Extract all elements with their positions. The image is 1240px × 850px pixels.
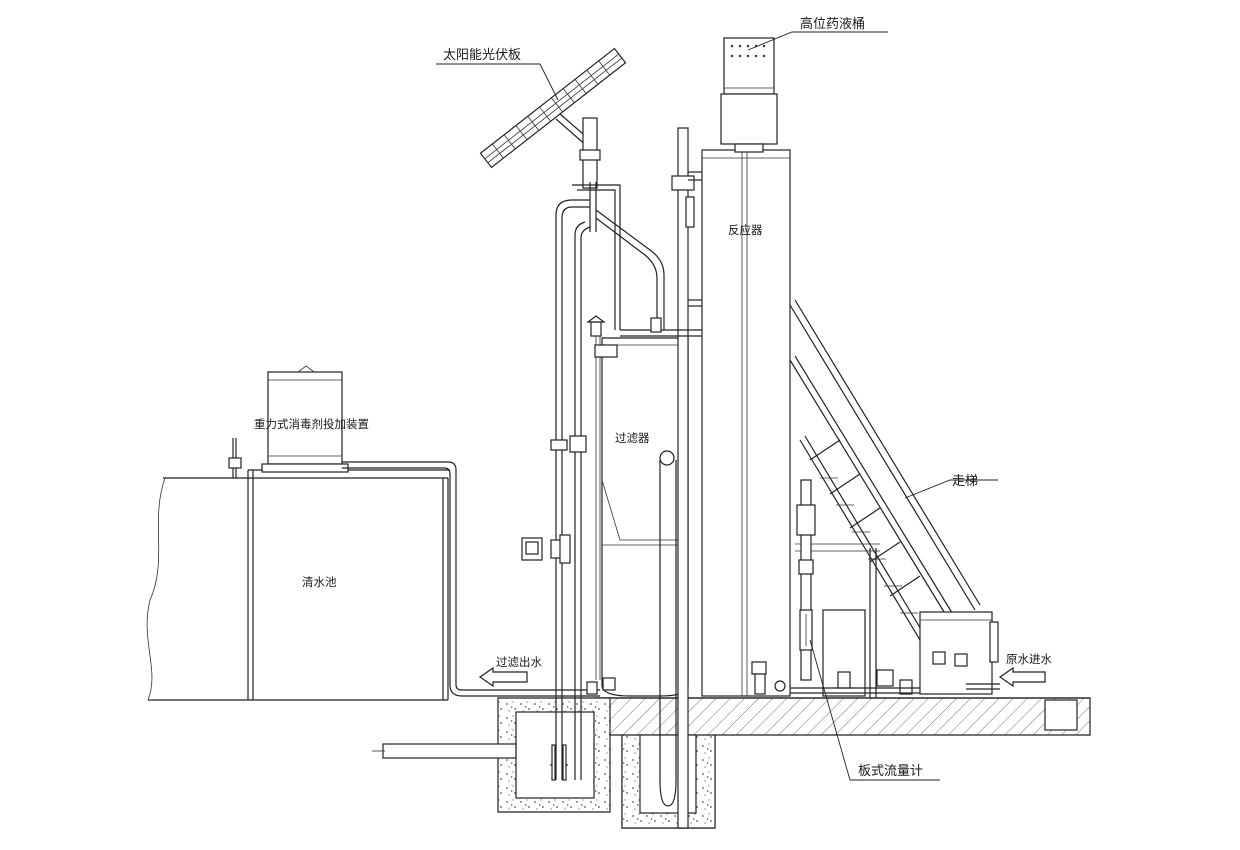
label-reactor: 反应器 bbox=[728, 223, 763, 237]
label-high-tank: 高位药液桶 bbox=[800, 16, 865, 32]
label-ladder: 走梯 bbox=[952, 474, 978, 489]
reactor bbox=[701, 149, 791, 697]
plate-flowmeter bbox=[796, 479, 816, 681]
filter-tank bbox=[586, 315, 689, 807]
disinfection-device bbox=[228, 365, 349, 478]
label-filtered-outlet: 过滤出水 bbox=[496, 655, 542, 669]
raw-water-box bbox=[919, 611, 1000, 695]
filter-pipes bbox=[521, 182, 665, 781]
clear-pool bbox=[146, 469, 450, 701]
label-filter: 过滤器 bbox=[615, 431, 650, 445]
label-plate-flowmeter: 板式流量计 bbox=[858, 764, 923, 779]
pool-pipes bbox=[342, 461, 600, 697]
filtered-outlet-arrow bbox=[478, 666, 528, 688]
ladder bbox=[789, 299, 981, 698]
riser-pipe bbox=[620, 127, 702, 829]
label-clear-pool: 清水池 bbox=[302, 575, 337, 589]
leader-lines bbox=[436, 31, 998, 781]
bottom-equipment bbox=[790, 609, 920, 697]
label-solar-panel: 太阳能光伏板 bbox=[443, 48, 521, 63]
solar-panel bbox=[479, 47, 627, 189]
label-disinfection-device: 重力式消毒剂投加装置 bbox=[254, 417, 369, 431]
high-tank bbox=[720, 37, 778, 153]
raw-water-inlet-arrow bbox=[998, 666, 1046, 688]
drain-pipe bbox=[372, 743, 517, 759]
label-raw-water-inlet: 原水进水 bbox=[1006, 652, 1052, 666]
center-pit bbox=[621, 734, 716, 829]
